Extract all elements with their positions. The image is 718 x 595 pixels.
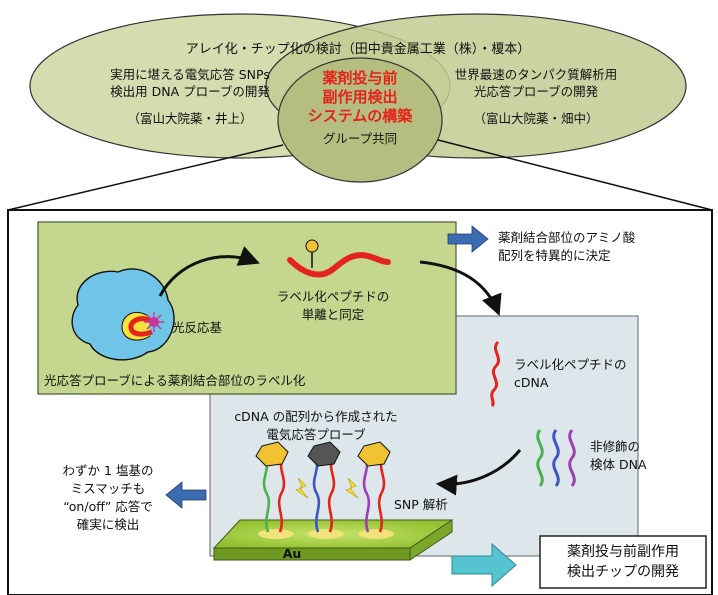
sample-dna-purple <box>568 429 576 487</box>
chip-spot-3 <box>358 529 394 539</box>
venn-left-line2: 検出用 DNA プローブの開発 <box>110 84 270 99</box>
chip-spot-2 <box>308 529 344 539</box>
amino-line2: 配列を特異的に決定 <box>498 248 611 263</box>
cdna-line1: ラベル化ペプチドの <box>514 357 627 372</box>
redox-labels <box>255 441 391 467</box>
peptide-tag <box>305 239 319 253</box>
au-label: Au <box>282 546 302 561</box>
arrow-cell-to-peptide <box>158 246 260 297</box>
unmodified-line1: 非修飾の <box>590 439 641 454</box>
au-chip-side <box>409 519 453 561</box>
green-box-caption: 光応答プローブによる薬剤結合部位のラベル化 <box>44 373 306 388</box>
venn-right-line1: 世界最速のタンパク質解析用 <box>454 67 618 82</box>
blue-arrow-mismatch <box>165 481 207 509</box>
cyan-arrow-final <box>451 542 517 588</box>
venn-center-line1: 薬剤投与前 <box>322 69 398 87</box>
final-line1: 薬剤投与前副作用 <box>567 544 679 560</box>
probe-line2: 電気応答プローブ <box>266 427 366 442</box>
mismatch-line1: わずか 1 塩基の <box>62 463 154 478</box>
chip-spot-1 <box>258 529 294 539</box>
blue-arrow-result <box>447 225 489 253</box>
unmodified-line2: 検体 DNA <box>590 457 647 472</box>
electron-bolts <box>295 477 359 499</box>
isolation-line1: ラベル化ペプチドの <box>276 289 390 304</box>
photoreactive-star-rays <box>144 312 164 332</box>
final-line2: 検出チップの開発 <box>567 564 679 580</box>
venn-left-affiliation: （富山大院薬・井上） <box>127 111 253 126</box>
venn-right-line2: 光応答プローブの開発 <box>473 84 599 99</box>
snp-label: SNP 解析 <box>394 497 448 512</box>
final-box <box>539 535 707 589</box>
labeled-peptide <box>287 252 391 278</box>
probe-line1: cDNA の配列から作成された <box>234 409 398 424</box>
mismatch-line4: 確実に検出 <box>76 517 140 532</box>
funnel-line-left <box>7 144 284 211</box>
sample-dna-green <box>536 429 544 487</box>
mismatch-line2: ミスマッチも <box>70 481 146 496</box>
venn-left-line1: 実用に堪える電気応答 SNPs <box>110 67 270 82</box>
venn-center-line2: 副作用検出 <box>322 88 398 106</box>
cdna-strand <box>490 340 501 408</box>
venn-top-line: アレイ化・チップ化の検討（田中貴金属工業（株）・榎本） <box>185 42 531 57</box>
isolation-line2: 単離と同定 <box>301 307 365 322</box>
venn-center-ellipse <box>277 57 443 183</box>
venn-center-sub: グループ共同 <box>322 131 398 146</box>
cdna-line2: cDNA <box>514 375 549 390</box>
venn-right-affiliation: （富山大院薬・畑中） <box>473 111 599 126</box>
arrow-peptide-to-cdna <box>419 260 502 316</box>
amino-line1: 薬剤結合部位のアミノ酸 <box>498 230 636 245</box>
photoreactive-label: 光反応基 <box>172 320 223 335</box>
mismatch-line3: “on/off” 応答で <box>63 499 153 514</box>
probe-strands <box>262 459 386 533</box>
probe-ligand <box>128 316 153 337</box>
funnel-line-right <box>437 139 713 211</box>
venn-center-line3: システムの構築 <box>307 107 413 125</box>
sample-dna-blue <box>552 429 560 487</box>
arrow-dna-to-chip <box>435 449 522 496</box>
